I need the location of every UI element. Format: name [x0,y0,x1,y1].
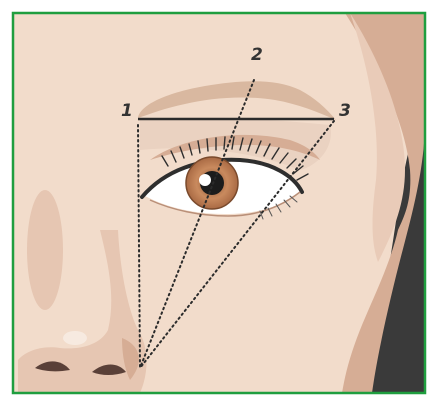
left-cheek-shadow [27,190,63,310]
eyelid-shadow [150,134,320,160]
guide-line-start [137,124,141,369]
point-label-3: 3 [339,101,351,121]
lower-lid-line [149,191,301,217]
nostril-right [92,364,126,375]
frame-border [11,11,427,395]
iris-ring [185,156,239,210]
upper-eyelashes [161,136,309,181]
nose-wing-right [122,338,139,380]
nose-highlight [63,331,87,345]
lower-eyelashes [259,195,298,220]
guide-line-end [139,120,335,369]
guide-line-arch [139,79,255,369]
face-illustration [13,13,425,393]
nose-bridge-shadow [18,230,147,393]
cheek-light [350,13,405,262]
guide-lines [137,79,335,369]
eyebrow [138,81,336,120]
point-label-2: 2 [251,45,263,65]
cheek-shadow [342,13,425,393]
nostril-left [35,361,70,372]
point-label-1: 1 [121,101,133,121]
eye-highlight [199,174,211,186]
